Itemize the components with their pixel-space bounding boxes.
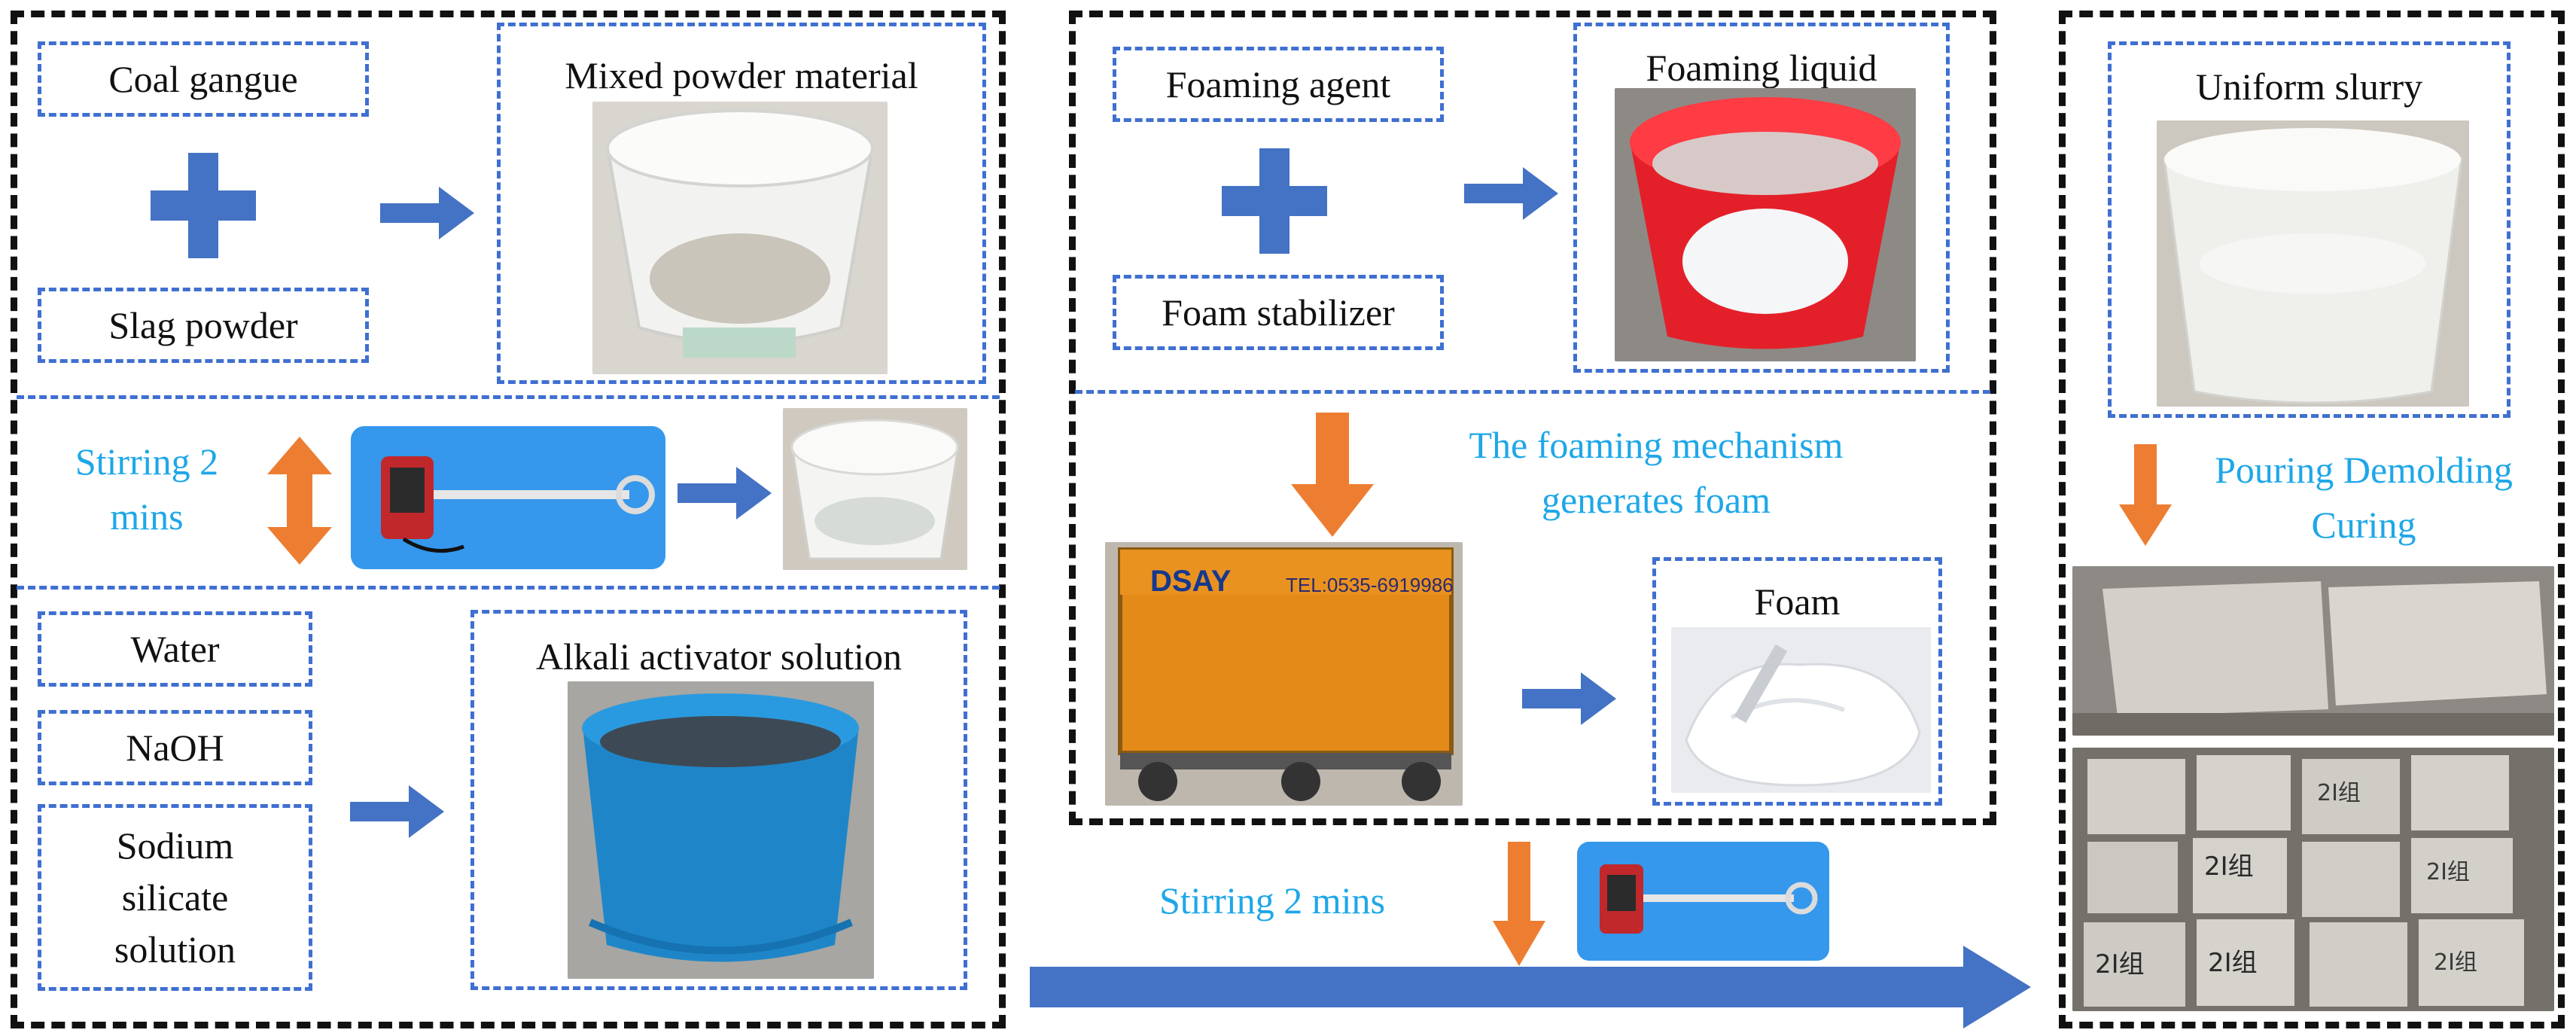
stirring-caption-bottom: Stirring 2 mins bbox=[1159, 879, 1386, 922]
water-box: Water bbox=[38, 611, 312, 687]
uniform-slurry-box: Uniform slurry bbox=[2108, 41, 2511, 418]
block-mark: 2I组 bbox=[2204, 852, 2254, 882]
foam-photo bbox=[1671, 627, 1931, 793]
down-arrow-icon bbox=[1291, 413, 1374, 537]
red-bucket-photo bbox=[1615, 88, 1916, 361]
double-arrow-icon bbox=[267, 437, 332, 565]
alkali-activator-title: Alkali activator solution bbox=[535, 635, 902, 678]
foaming-liquid-box: Foaming liquid bbox=[1573, 23, 1950, 373]
pouring-caption: Pouring Demolding Curing bbox=[2215, 449, 2513, 546]
right-arrow-icon bbox=[350, 785, 444, 838]
mixed-powder-title: Mixed powder material bbox=[565, 54, 918, 96]
foam-title: Foam bbox=[1754, 580, 1841, 623]
foam-box: Foam bbox=[1652, 557, 1942, 806]
sodium-silicate-box: Sodium silicate solution bbox=[38, 804, 312, 991]
mixer-photo bbox=[351, 426, 665, 569]
plus-icon bbox=[1222, 148, 1327, 254]
foaming-agent-label: Foaming agent bbox=[1165, 63, 1391, 105]
plus-icon bbox=[151, 153, 256, 258]
middle-separator bbox=[1075, 390, 1990, 394]
foaming-liquid-title: Foaming liquid bbox=[1646, 47, 1877, 89]
mixed-powder-box: Mixed powder material bbox=[497, 23, 986, 384]
coal-gangue-box: Coal gangue bbox=[38, 41, 369, 117]
coal-gangue-label: Coal gangue bbox=[108, 58, 298, 100]
slurry-bucket-photo bbox=[2157, 120, 2469, 407]
stirred-bucket-photo bbox=[783, 408, 967, 570]
naoh-label: NaOH bbox=[126, 727, 224, 769]
down-arrow-icon bbox=[1493, 842, 1545, 966]
mixer-photo-bottom bbox=[1577, 842, 1829, 961]
middle-panel bbox=[1069, 11, 1996, 825]
block-mark: 2I组 bbox=[2095, 949, 2145, 980]
uniform-slurry-title: Uniform slurry bbox=[2195, 66, 2423, 108]
foaming-agent-box: Foaming agent bbox=[1113, 47, 1444, 122]
right-panel bbox=[2059, 11, 2565, 1028]
block-mark: 2I组 bbox=[2208, 948, 2258, 978]
right-arrow-icon bbox=[380, 187, 474, 239]
stirring-caption-left: Stirring 2 mins bbox=[75, 440, 219, 538]
foam-stabilizer-box: Foam stabilizer bbox=[1113, 275, 1444, 350]
slag-powder-box: Slag powder bbox=[38, 288, 369, 363]
naoh-box: NaOH bbox=[38, 710, 312, 785]
slag-powder-label: Slag powder bbox=[108, 304, 298, 346]
water-label: Water bbox=[130, 628, 220, 670]
foaming-machine-photo: DSAY TEL:0535-6919986 bbox=[1105, 542, 1463, 806]
block-mark: 2I组 bbox=[2317, 780, 2361, 806]
foam-stabilizer-label: Foam stabilizer bbox=[1162, 291, 1395, 334]
left-separator-bottom bbox=[17, 586, 1000, 590]
right-arrow-icon bbox=[677, 467, 772, 520]
block-mark: 2I组 bbox=[2434, 949, 2477, 976]
left-separator-top bbox=[17, 395, 1000, 399]
cured-blocks-photo: 2I组 2I组 2I组 2I组 2I组 2I组 bbox=[2072, 748, 2554, 1011]
right-arrow-icon bbox=[1464, 167, 1558, 220]
machine-brand-label: DSAY bbox=[1150, 565, 1232, 598]
mixed-powder-bucket-photo bbox=[592, 102, 888, 374]
foaming-mechanism-caption: The foaming mechanism generates foam bbox=[1469, 424, 1844, 521]
alkali-bucket-photo bbox=[568, 681, 874, 979]
machine-tel-label: TEL:0535-6919986 bbox=[1286, 574, 1454, 596]
alkali-activator-box: Alkali activator solution bbox=[470, 610, 967, 990]
down-arrow-icon bbox=[2119, 444, 2172, 546]
demolded-slabs-photo bbox=[2072, 566, 2554, 736]
left-panel bbox=[11, 11, 1006, 1028]
sodium-silicate-label: Sodium silicate solution bbox=[114, 824, 236, 970]
main-flow-arrow bbox=[1030, 946, 2031, 1028]
right-arrow-icon bbox=[1522, 672, 1616, 725]
block-mark: 2I组 bbox=[2426, 859, 2470, 885]
